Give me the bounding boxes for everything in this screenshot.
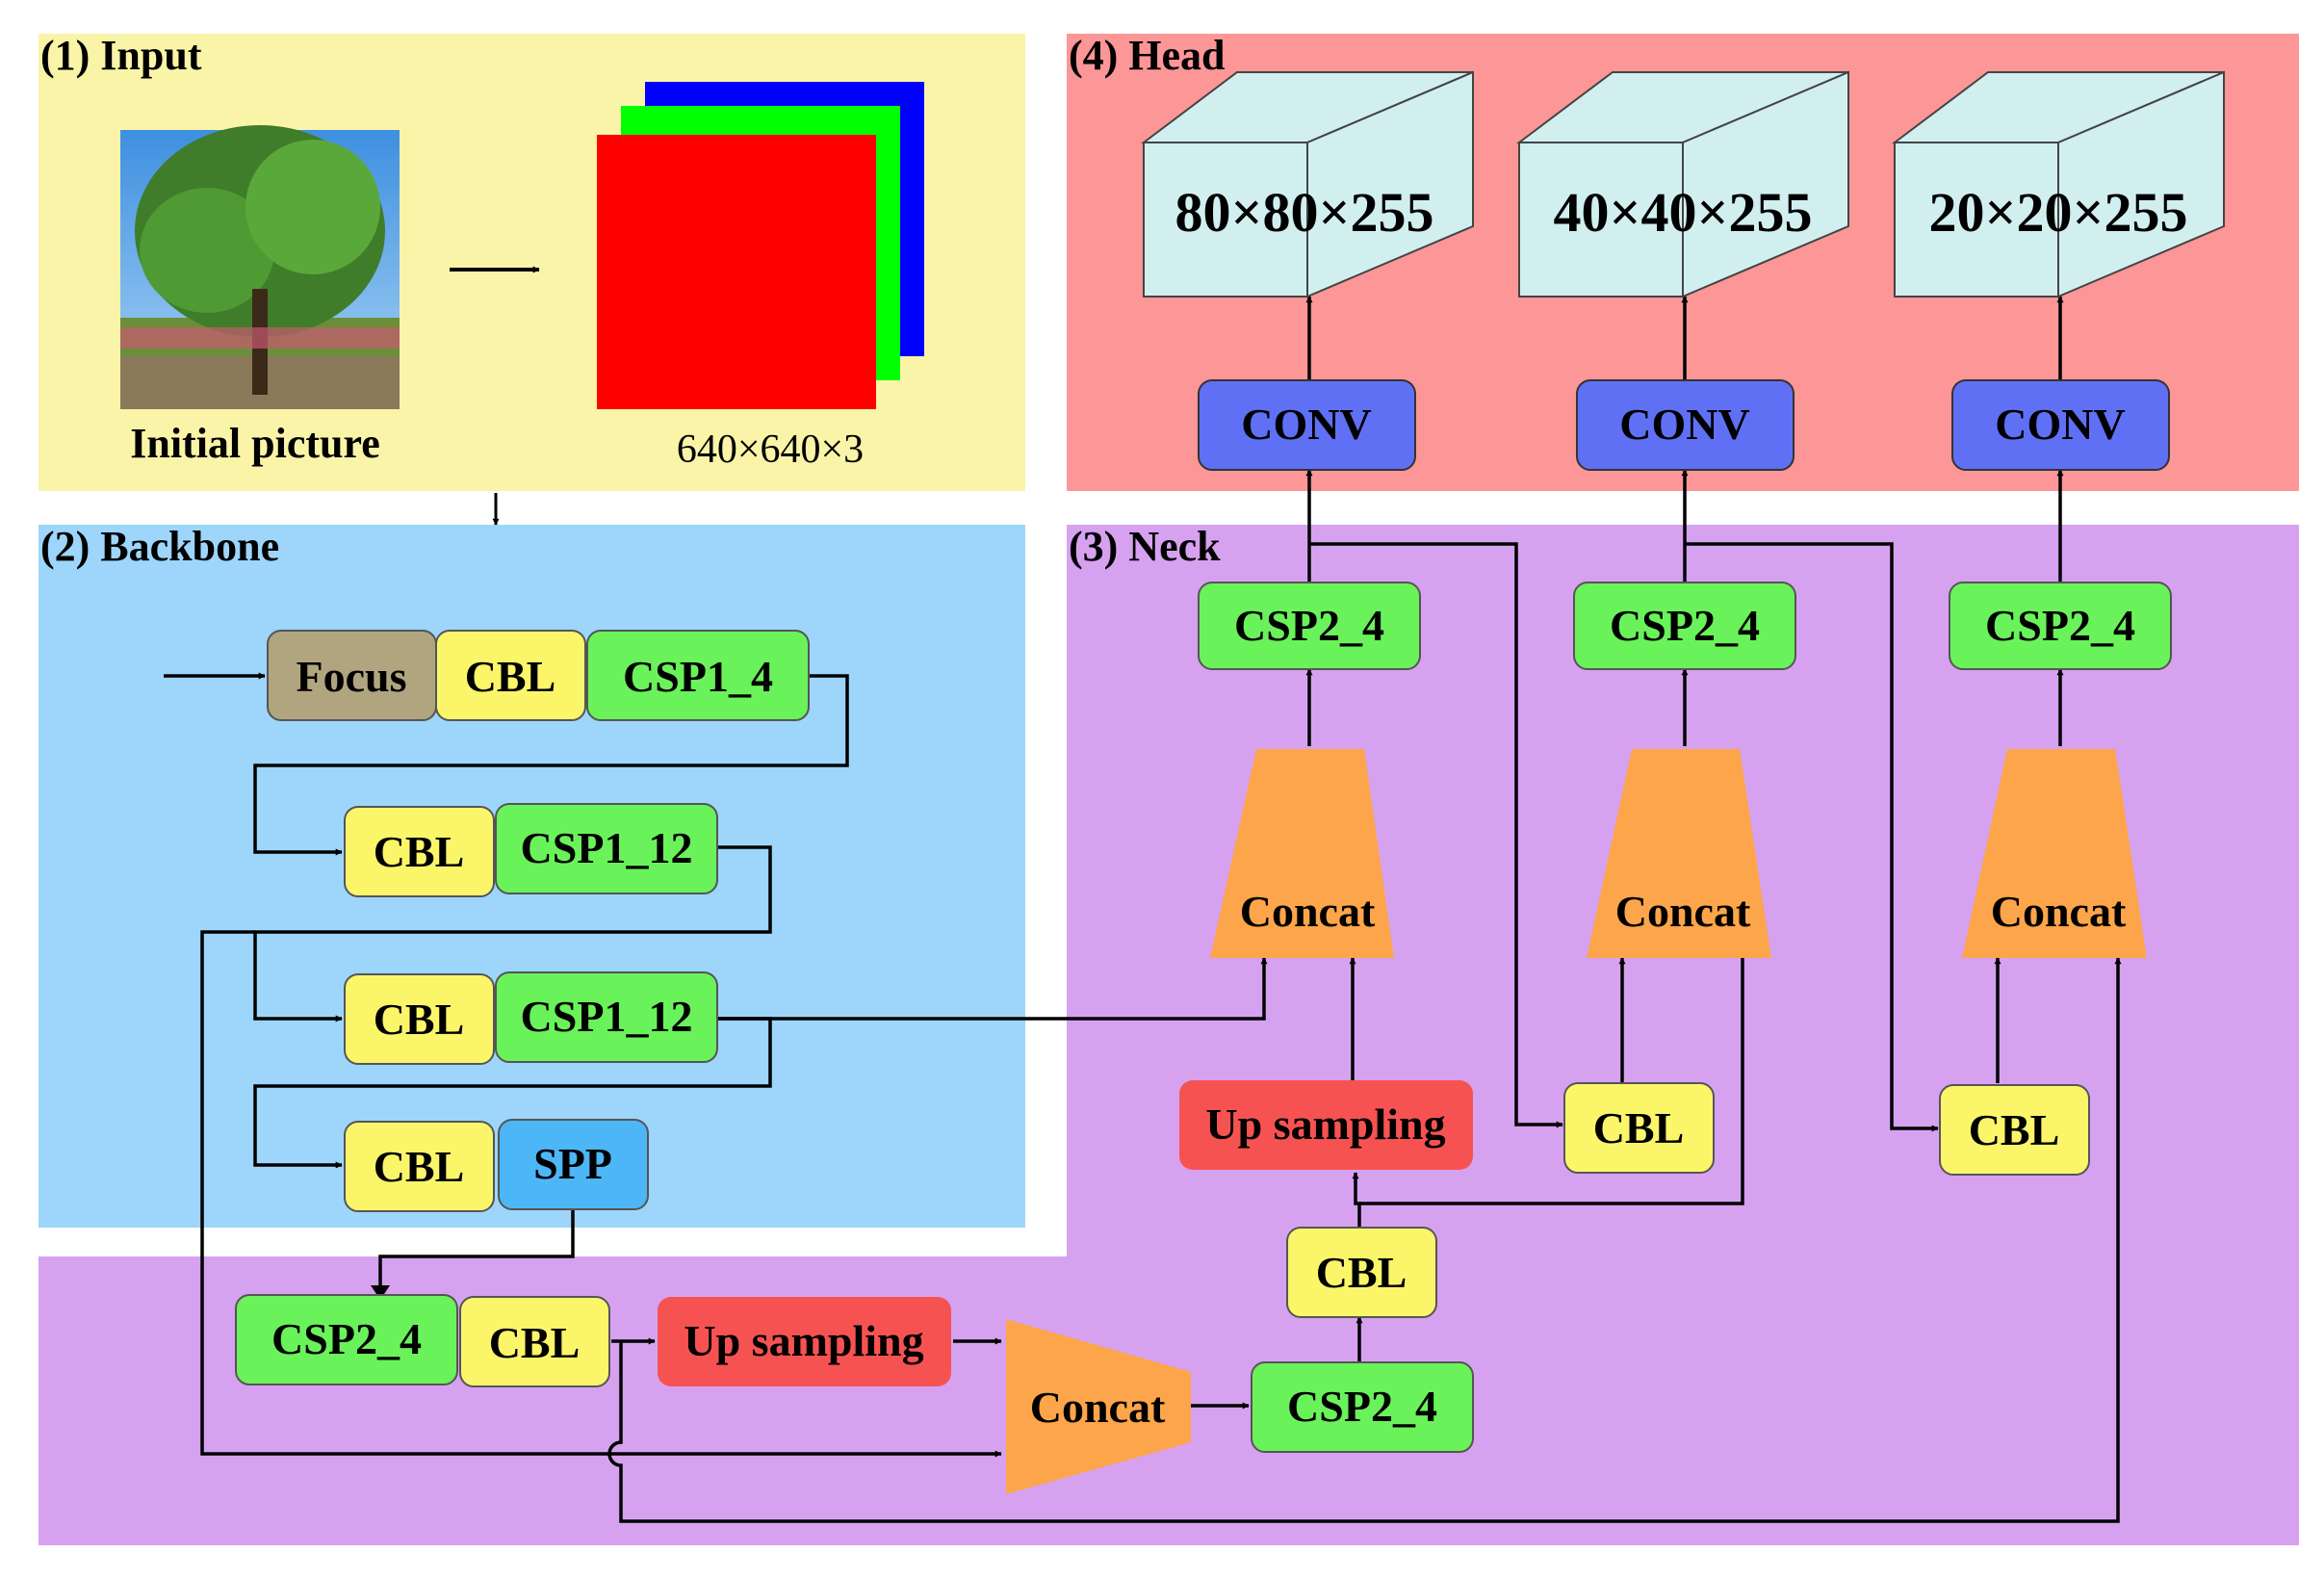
backbone-cbl-3-label: CBL [374,995,465,1044]
backbone-cbl-1-label: CBL [465,652,556,701]
concat-block-1 [1006,1319,1191,1494]
csp1-4-label: CSP1_4 [623,652,773,701]
neck-csp2-4-out1 [1198,582,1421,670]
backbone-cbl-4-label: CBL [374,1142,465,1191]
upsampling-block-2 [1179,1080,1473,1170]
output-3-label: 20×20×255 [1928,181,2187,244]
concat-block-3 [1587,749,1771,958]
backbone-cbl-3 [344,973,495,1065]
connections [164,296,2122,1523]
csp1-12-block-b [495,971,718,1063]
concat-2-label: Concat [1240,887,1376,936]
neck-cbl-mid [1286,1227,1437,1318]
section-title-head: (4) Head [1069,32,1226,79]
output-cube-3 [1892,70,2225,298]
section-title-input: (1) Input [40,32,202,79]
spp-block [498,1119,649,1210]
neck-cbl-out3-label: CBL [1969,1105,2060,1154]
neck-cbl-out2-label: CBL [1593,1103,1685,1152]
csp1-12-block-a [495,803,718,894]
upsampling-2-label: Up sampling [1205,1100,1445,1149]
initial-picture-photo [120,125,400,409]
neck-csp2-4-low-label: CSP2_4 [271,1314,422,1363]
conv-block-2 [1576,379,1795,471]
section-title-neck: (3) Neck [1069,523,1221,570]
conv-3-label: CONV [1995,400,2125,449]
concat-4-label: Concat [1991,887,2127,936]
backbone-cbl-2-label: CBL [374,827,465,876]
section-title-backbone: (2) Backbone [40,523,279,570]
neck-csp2-4-low [235,1294,458,1385]
upsampling-block-1 [658,1297,951,1386]
initial-picture-caption: Initial picture [130,420,380,467]
rgb-channel-stack [597,82,924,409]
output-cube-2 [1516,70,1849,298]
output-2-label: 40×40×255 [1553,181,1812,244]
csp1-12-a-label: CSP1_12 [521,823,693,872]
csp1-12-b-label: CSP1_12 [521,992,693,1041]
neck-csp2-4-mid-label: CSP2_4 [1287,1382,1437,1431]
conv-1-label: CONV [1241,400,1371,449]
spp-label: SPP [533,1139,612,1188]
upsampling-1-label: Up sampling [684,1316,923,1365]
red-channel [597,135,876,409]
conv-block-3 [1951,379,2170,471]
neck-csp2-4-out1-label: CSP2_4 [1234,601,1384,650]
neck-csp2-4-out2 [1573,582,1796,670]
neck-cbl-out2 [1563,1082,1715,1174]
neck-csp2-4-mid [1251,1361,1474,1453]
concat-1-label: Concat [1030,1383,1166,1432]
conv-block-1 [1198,379,1416,471]
output-1-label: 80×80×255 [1175,181,1433,244]
neck-csp2-4-out3-label: CSP2_4 [1985,601,2135,650]
backbone-cbl-1 [435,630,586,721]
output-cube-1 [1141,70,1474,298]
concat-block-4 [1962,749,2147,958]
neck-cbl-mid-label: CBL [1316,1248,1407,1297]
neck-csp2-4-out2-label: CSP2_4 [1610,601,1760,650]
neck-csp2-4-out3 [1949,582,2172,670]
focus-label: Focus [297,652,407,701]
backbone-cbl-2 [344,806,495,897]
neck-cbl-low [459,1296,610,1387]
csp1-4-block [586,630,810,721]
neck-cbl-low-label: CBL [489,1318,581,1367]
concat-block-2 [1210,749,1394,958]
neck-cbl-out3 [1939,1084,2090,1176]
backbone-cbl-4 [344,1121,495,1212]
conv-2-label: CONV [1619,400,1749,449]
concat-3-label: Concat [1615,887,1751,936]
input-tensor-size: 640×640×3 [677,427,864,472]
